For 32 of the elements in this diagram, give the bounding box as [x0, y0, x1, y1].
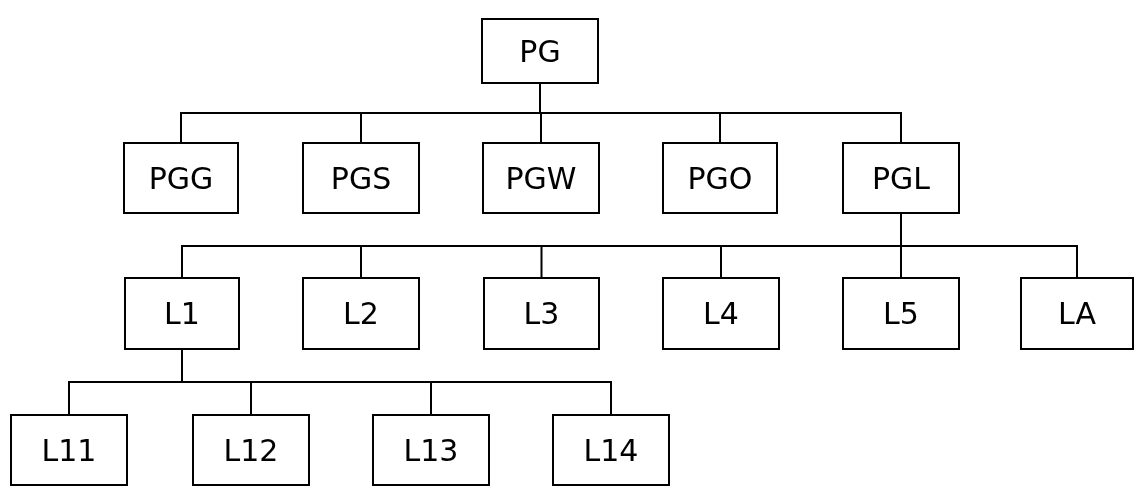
node-box	[842, 142, 960, 214]
node-label: PGO	[687, 159, 753, 198]
node-label: PGG	[148, 159, 214, 198]
node-box	[372, 414, 490, 486]
node-label: L2	[343, 295, 379, 333]
node-box	[123, 142, 239, 214]
node-label: L13	[403, 431, 459, 470]
node-label: LA	[1058, 295, 1096, 333]
node-box	[1020, 277, 1134, 350]
node-label: L4	[703, 295, 739, 333]
node-box	[302, 277, 420, 350]
node-label: PGL	[871, 159, 931, 198]
node-label: PGW	[505, 159, 577, 198]
node-label: L5	[883, 295, 919, 333]
node-box	[481, 18, 599, 84]
node-box	[842, 277, 960, 350]
node-box	[192, 414, 310, 486]
node-box	[662, 277, 780, 350]
node-box	[552, 414, 670, 486]
node-label: L3	[523, 295, 560, 333]
node-box	[482, 142, 600, 214]
node-label: PGS	[330, 159, 392, 198]
node-box	[302, 142, 420, 214]
node-box	[662, 142, 778, 214]
node-label: L12	[223, 431, 279, 470]
node-label: L11	[41, 431, 97, 470]
node-box	[124, 277, 240, 350]
node-box	[10, 414, 128, 486]
node-box	[483, 277, 600, 350]
node-label: L1	[164, 295, 200, 333]
node-label: L14	[583, 431, 639, 470]
node-label: PG	[519, 32, 561, 71]
